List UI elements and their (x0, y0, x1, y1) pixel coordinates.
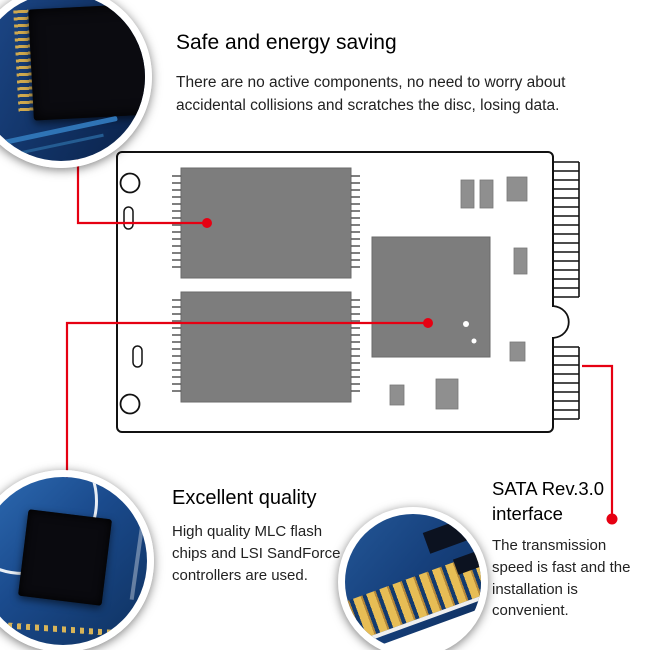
key-notch (552, 305, 570, 339)
slot-bottom (132, 345, 143, 368)
quality-body: High quality MLC flash chips and LSI San… (172, 523, 341, 584)
sata-body: The transmission speed is fast and the i… (492, 537, 631, 620)
nand-chip-image (27, 2, 145, 121)
mounting-hole-bottom (119, 393, 141, 415)
flash-chip-photo (0, 0, 152, 168)
controller-chip-image (17, 509, 112, 607)
sata-title: SATA Rev.3.0 interface (492, 478, 605, 524)
edge-connector-fingers-top (553, 161, 580, 298)
callout-dot-safety (202, 218, 212, 228)
callout-dot-quality (423, 318, 433, 328)
controller-chip (371, 236, 491, 358)
callout-line-sata (582, 364, 614, 519)
board-small-components (389, 176, 528, 410)
edge-connector-fingers-bottom (553, 346, 580, 420)
callout-line-quality (65, 321, 428, 484)
quality-title: Excellent quality (172, 487, 317, 509)
safety-title: Safe and energy saving (176, 31, 397, 54)
slot-top (123, 206, 134, 230)
safety-body: There are no active components, no need … (176, 74, 566, 115)
mounting-hole-top (119, 172, 141, 194)
connector-photo (338, 507, 488, 650)
callout-dot-sata (606, 513, 618, 525)
nand-chip-bottom (180, 291, 352, 403)
controller-chip-photo (0, 470, 154, 650)
